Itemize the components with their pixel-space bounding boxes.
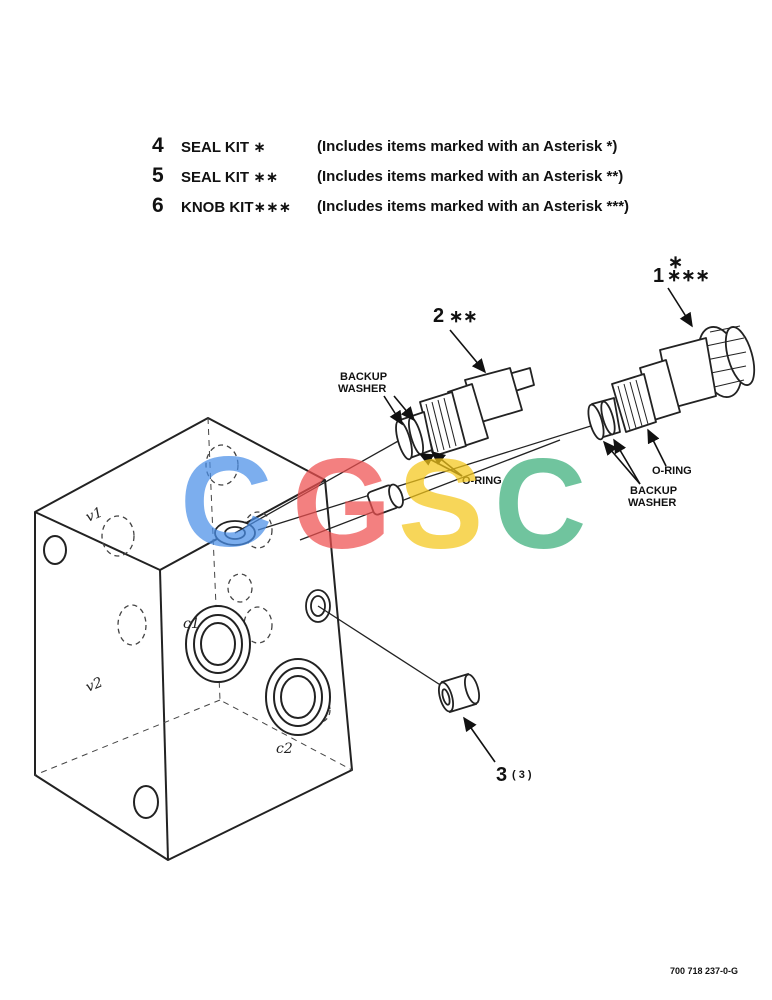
port-label-c1: c1: [183, 616, 200, 632]
plug-near-block: [366, 483, 404, 516]
mounting-holes: [43, 535, 159, 819]
callout-item-1-marks: ∗∗∗: [667, 266, 710, 285]
parts-legend: 4 SEAL KIT ∗ (Includes items marked with…: [152, 134, 752, 224]
mounting-hole: [43, 535, 67, 565]
center-lines: [234, 419, 611, 689]
watermark-letter: C: [494, 433, 586, 576]
port-label-v2: v2: [84, 675, 106, 696]
legend-kit-name: KNOB KIT∗∗∗: [181, 199, 292, 216]
mounting-hole: [133, 785, 159, 819]
cartridge-item-1: [587, 325, 756, 441]
legend-row-seal-kit-1: 4 SEAL KIT ∗ (Includes items marked with…: [152, 134, 752, 164]
plug-item-3: [438, 672, 480, 714]
port-c2: [265, 658, 331, 736]
legend-row-knob-kit: 6 KNOB KIT∗∗∗ (Includes items marked wit…: [152, 194, 752, 224]
manifold-hidden-edges: [34, 417, 353, 776]
hidden-bore: [243, 511, 273, 549]
label-backup-washer-left-2: WASHER: [338, 383, 386, 395]
legend-kit-name: SEAL KIT ∗∗: [181, 169, 279, 186]
callout-item-3-qty: ( 3 ): [512, 769, 532, 781]
leader-lines: [383, 287, 693, 763]
port-label-v1: v1: [84, 505, 106, 526]
label-backup-washer-right-2: WASHER: [628, 497, 676, 509]
hidden-bore: [227, 573, 253, 603]
cgsc-watermark: C G S C: [180, 431, 586, 576]
hidden-bore: [101, 515, 135, 557]
hidden-bores: [101, 444, 331, 723]
hidden-bore: [243, 606, 273, 644]
callout-item-2: 2: [433, 305, 444, 327]
legend-kit-name: SEAL KIT ∗: [181, 139, 266, 156]
watermark-letter: G: [292, 433, 392, 576]
label-oring-right: O-RING: [652, 465, 692, 477]
label-oring-left: O-RING: [462, 475, 502, 487]
callout-item-1: 1: [653, 265, 664, 287]
hidden-bore: [117, 604, 147, 646]
hidden-bore: [309, 697, 331, 723]
legend-item-number: 4: [152, 134, 164, 157]
label-backup-washer-right-1: BACKUP: [630, 485, 677, 497]
callout-item-2-marks: ∗∗: [449, 307, 478, 326]
drawing-number: 700 718 237-0-G: [669, 966, 738, 976]
port-c1: [185, 605, 251, 683]
legend-item-number: 6: [152, 194, 164, 217]
callout-item-3: 3: [496, 764, 507, 786]
watermark-letter: C: [180, 431, 272, 574]
label-backup-washer-left-1: BACKUP: [340, 371, 387, 383]
legend-kit-description: (Includes items marked with an Asterisk …: [317, 198, 630, 215]
hidden-bore: [205, 444, 239, 486]
port-label-c2: c2: [276, 741, 293, 757]
callout-item-1-top-mark: ∗: [668, 252, 683, 272]
legend-kit-description: (Includes items marked with an Asterisk …: [317, 138, 618, 155]
watermark-letter: S: [398, 433, 483, 576]
cartridge-item-2: [395, 367, 535, 461]
legend-item-number: 5: [152, 164, 164, 187]
legend-kit-description: (Includes items marked with an Asterisk …: [317, 168, 624, 185]
legend-row-seal-kit-2: 5 SEAL KIT ∗∗ (Includes items marked wit…: [152, 164, 752, 194]
